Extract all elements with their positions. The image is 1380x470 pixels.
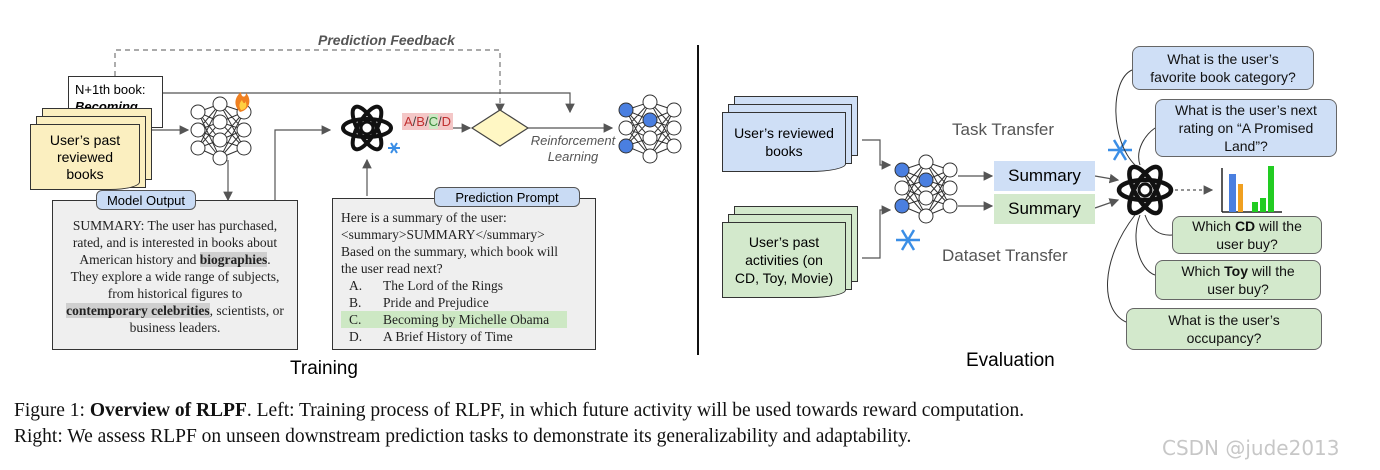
choice-b: B.Pride and Prejudice — [349, 295, 489, 310]
frozen-icon — [388, 142, 400, 154]
feedback-label: Prediction Feedback — [318, 32, 455, 48]
prompt-line: <summary>SUMMARY</summary> — [341, 227, 545, 242]
prompt-line: the user read next? — [341, 261, 443, 276]
choice-d: D.A Brief History of Time — [349, 329, 513, 344]
summary-line: business leaders. — [129, 320, 221, 335]
activities-line: User’s past — [748, 234, 820, 250]
summary-line: American history and biographies. — [79, 252, 271, 267]
watermark: CSDN @jude2013 — [1162, 436, 1340, 460]
past-books-line: reviewed — [56, 148, 114, 165]
bar-chart-icon — [1221, 166, 1282, 213]
prediction-prompt-tag: Prediction Prompt — [434, 187, 580, 207]
decision-diamond — [470, 109, 530, 147]
reward-network-icon — [618, 94, 682, 164]
label-arrow — [162, 92, 575, 114]
past-books-line: User’s past — [49, 131, 121, 148]
training-label: Training — [290, 358, 358, 379]
feedback-arrow — [114, 49, 505, 114]
summary-line: They explore a wide range of subjects, — [70, 269, 280, 284]
caption-line-1: Figure 1: Overview of RLPF. Left: Traini… — [14, 400, 1025, 421]
figure-caption: Figure 1: Overview of RLPF. Left: Traini… — [14, 398, 1024, 450]
training-network-icon — [190, 96, 252, 166]
activities-card: User’s past activities (on CD, Toy, Movi… — [722, 222, 846, 298]
evaluation-label: Evaluation — [966, 350, 1055, 371]
model-output-tag: Model Output — [96, 190, 196, 210]
past-books-line: books — [66, 165, 104, 182]
llm-icon — [341, 104, 393, 152]
prompt-line: Here is a summary of the user: — [341, 210, 507, 225]
frozen-icon-eval — [896, 229, 920, 251]
reviewed-line: User’s reviewed — [734, 125, 834, 141]
highlight-celebrities: contemporary celebrities — [66, 303, 210, 318]
rl-label: Reinforcement Learning — [530, 133, 616, 164]
reviewed-books-card: User’s reviewed books — [722, 112, 846, 172]
fire-icon — [235, 92, 250, 112]
frozen-icon-llm — [1108, 139, 1132, 161]
caption-line-2: Right: We assess RLPF on unseen downstre… — [14, 426, 912, 447]
reviewed-line: books — [765, 143, 803, 159]
model-output-box: SUMMARY: The user has purchased, rated, … — [52, 200, 298, 350]
summary-line: contemporary celebrities, scientists, or — [66, 303, 284, 318]
choice-c: C.Becoming by Michelle Obama — [341, 311, 567, 328]
highlight-biographies: biographies — [199, 252, 268, 267]
summary-green: Summary — [994, 194, 1095, 224]
summary-blue: Summary — [994, 161, 1095, 191]
prompt-line: Based on the summary, which book will — [341, 244, 558, 259]
question-connectors — [1107, 69, 1173, 323]
prediction-prompt-box: Here is a summary of the user: <summary>… — [332, 198, 596, 350]
past-books-card: User’s past reviewed books — [30, 124, 140, 190]
eval-network-icon — [894, 154, 958, 224]
summary-line: from historical figures to — [107, 286, 243, 301]
activities-line: CD, Toy, Movie) — [734, 270, 834, 286]
summary-line: rated, and is interested in books about — [72, 235, 278, 250]
choice-a: A.The Lord of the Rings — [349, 278, 503, 293]
next-book-label: N+1th book: — [75, 82, 146, 97]
dataset-transfer-label: Dataset Transfer — [942, 246, 1068, 265]
options-label: A/B/C/D — [402, 113, 453, 130]
llm-icon-eval — [1116, 164, 1174, 216]
summary-line: SUMMARY: The user has purchased, — [72, 218, 278, 233]
activities-line: activities (on — [745, 252, 823, 268]
task-transfer-label: Task Transfer — [952, 120, 1055, 139]
